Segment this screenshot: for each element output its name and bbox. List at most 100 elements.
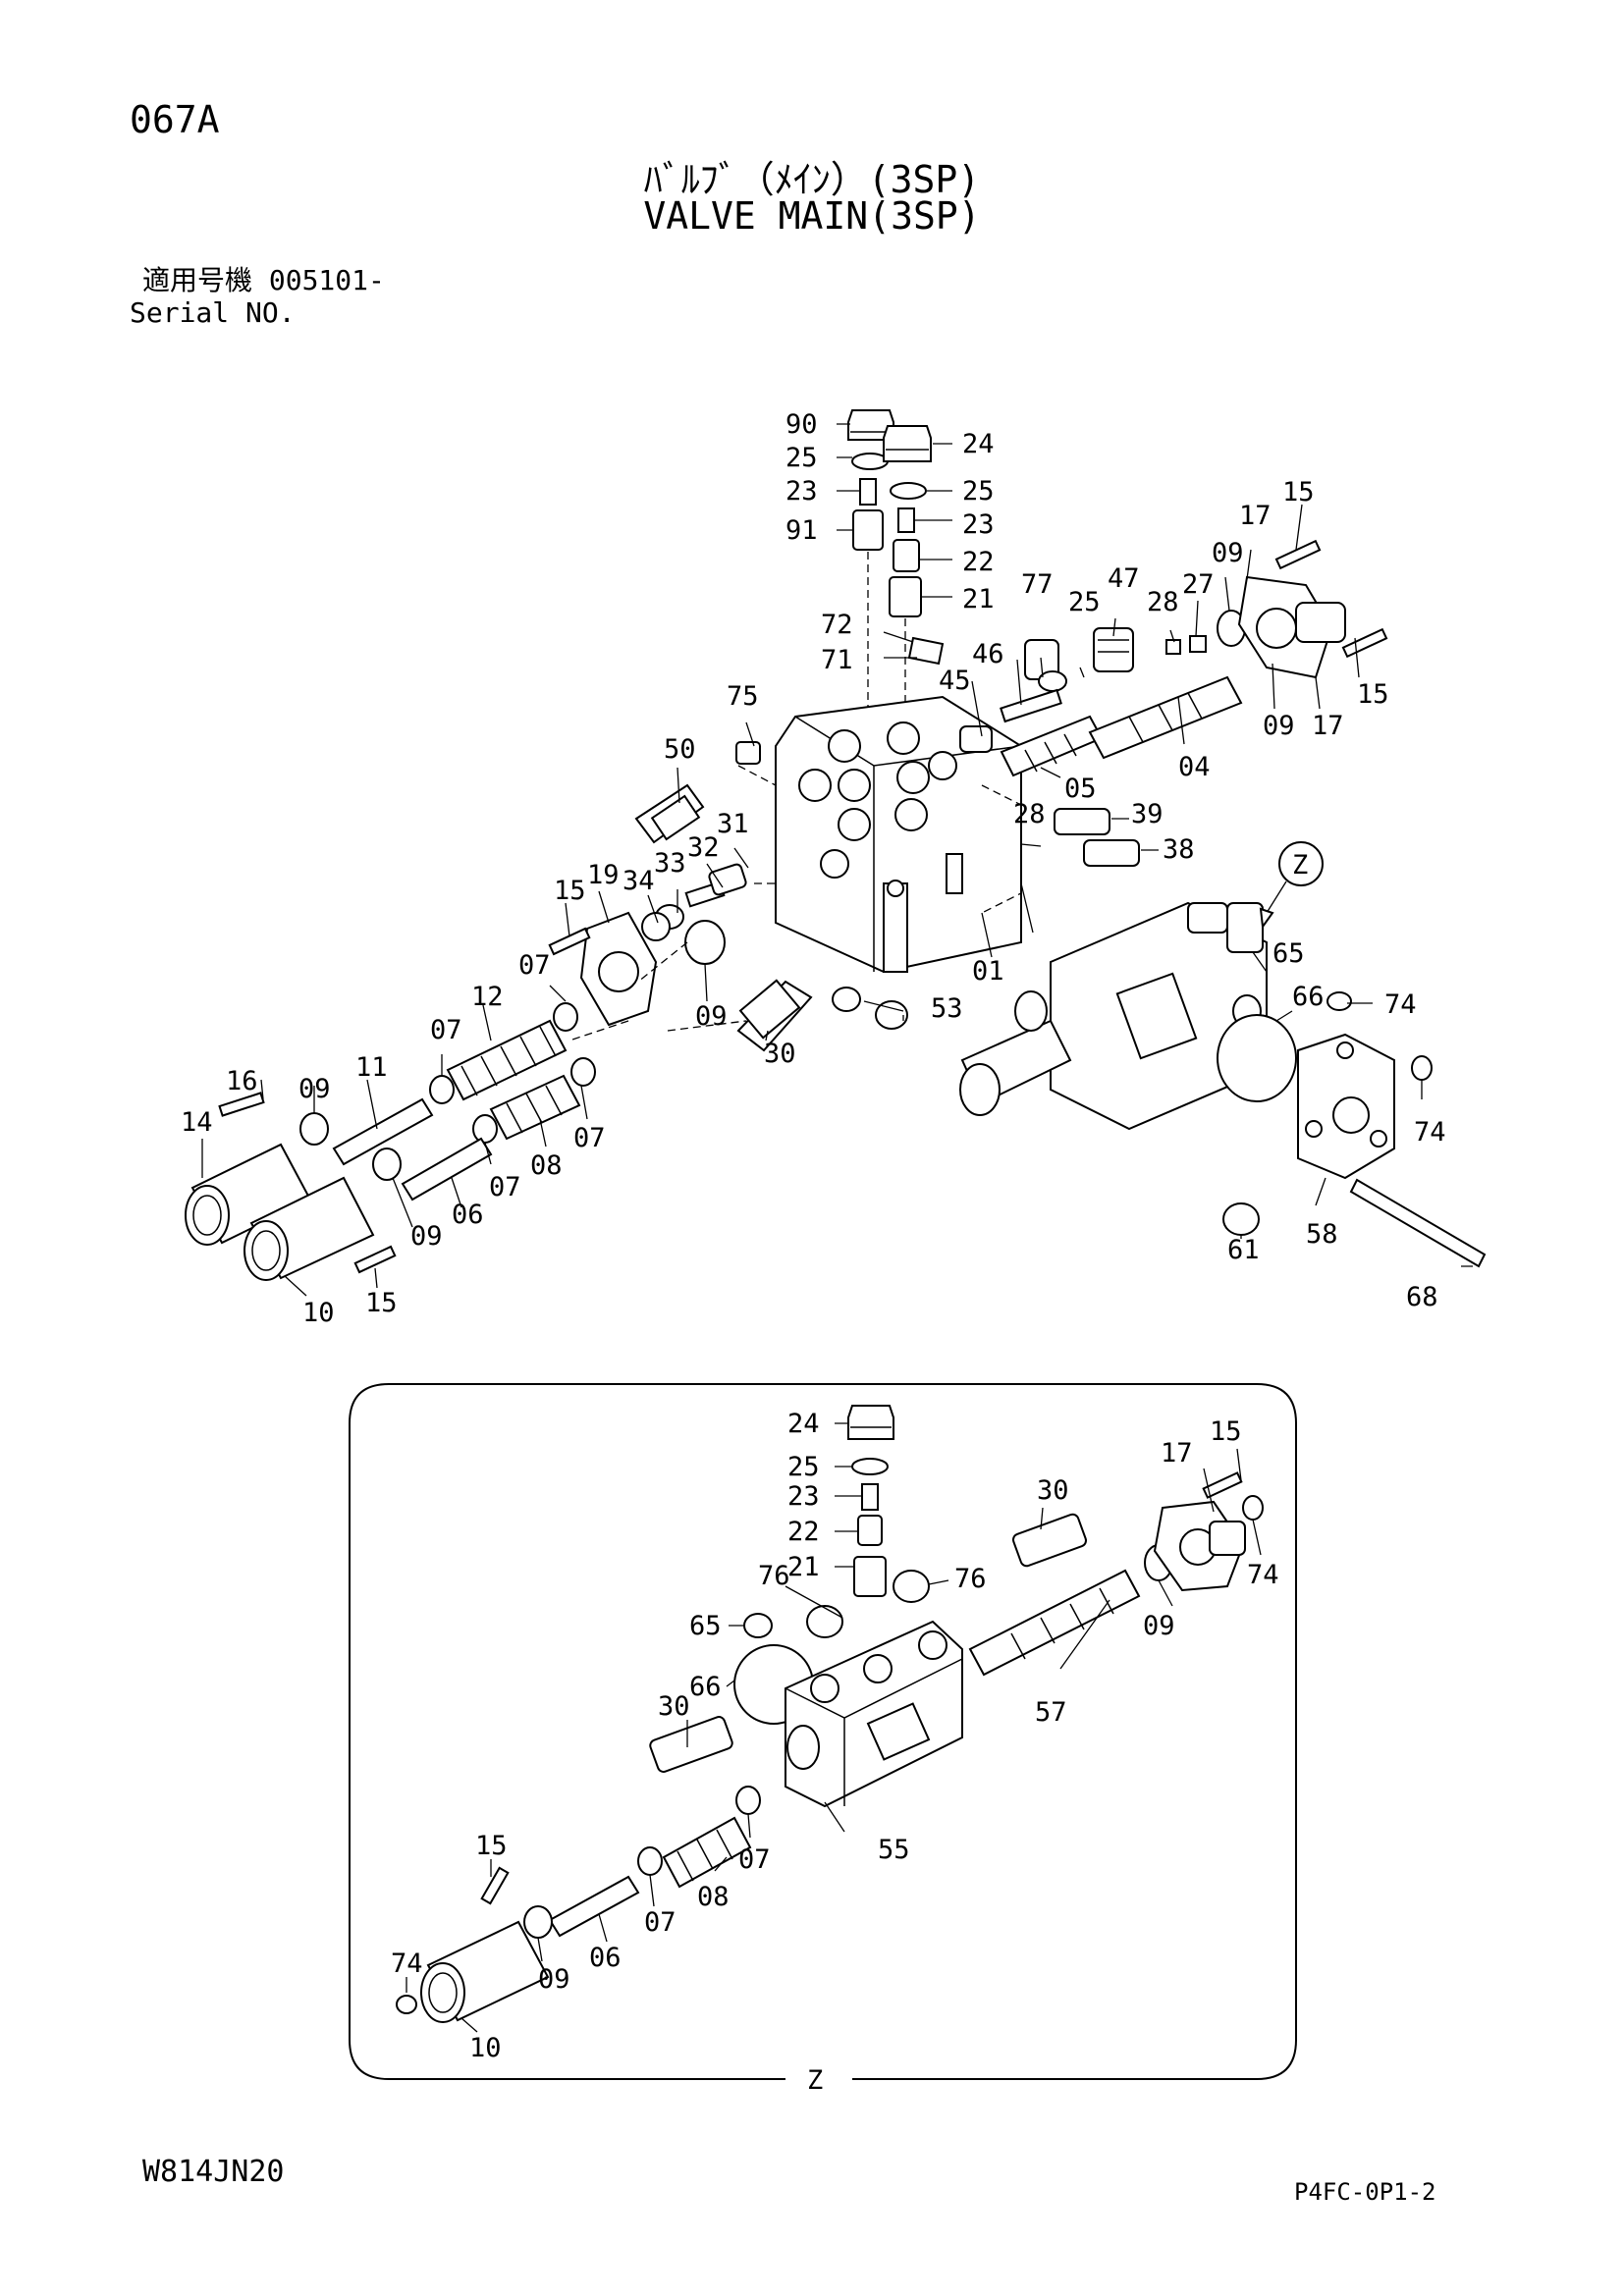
callout-25: 25 [787,1452,820,1482]
callout-21: 21 [787,1552,820,1582]
bolt-68 [1349,1178,1487,1268]
plug-75 [735,741,761,765]
callout-90: 90 [785,409,818,440]
cover-19 [579,911,658,1027]
spring-23-second [897,507,915,533]
poppet-21 [889,576,922,617]
callout-27: 27 [1182,569,1215,600]
callout-09: 09 [410,1221,443,1252]
plug-38 [1083,839,1140,867]
o-ring-65-inset [743,1613,773,1638]
plug-61 [1222,1202,1260,1236]
callout-15: 15 [554,876,586,906]
callout-09: 09 [538,1964,570,1995]
callout-46: 46 [972,639,1004,669]
callout-12: 12 [471,982,504,1012]
callout-07: 07 [644,1907,677,1938]
callout-71: 71 [821,645,853,675]
callout-09: 09 [1263,711,1295,741]
callout-75: 75 [727,681,759,712]
section-valve-module [959,901,1268,1131]
inset-callouts: 24 25 23 22 21 76 76 30 17 15 74 09 65 6… [391,1409,1279,2063]
callout-10: 10 [469,2033,502,2063]
relief-valve-30-inset-top [1011,1513,1088,1568]
plug-28 [1165,639,1181,655]
washer-07-b [429,1075,455,1104]
callout-15: 15 [365,1288,398,1318]
callout-65: 65 [689,1611,722,1641]
callout-66: 66 [1292,982,1325,1012]
callout-30: 30 [764,1039,796,1069]
callout-05: 05 [1064,774,1097,804]
view-z-inset: Z [349,1383,1297,2096]
plate-72 [907,636,945,666]
callout-24: 24 [962,429,995,459]
plug-24-inset [847,1405,894,1440]
page-title: VALVE MAIN(3SP) [643,194,981,238]
callout-74: 74 [1384,989,1417,1020]
plug-24 [883,425,932,462]
view-z-marker [1278,841,1324,886]
callout-53: 53 [931,993,963,1024]
poppet-22-inset [857,1515,883,1546]
callout-33: 33 [654,848,686,879]
callout-07: 07 [518,950,551,981]
callout-06: 06 [589,1943,622,1973]
callout-07: 07 [738,1844,771,1875]
plug-76-b [893,1570,930,1603]
washer-07-d [472,1114,498,1144]
plug-74-right [1411,1055,1433,1081]
callout-28: 28 [1013,799,1046,829]
callout-07: 07 [430,1015,462,1045]
callout-24: 24 [787,1409,820,1439]
callout-76: 76 [954,1564,987,1594]
callout-19: 19 [587,860,620,890]
page-title-japanese: ﾊﾞﾙﾌﾞ（ﾒｲﾝ）(3SP) [643,158,981,201]
bolt-16 [218,1092,265,1117]
view-z-marker-label: Z [1292,850,1308,881]
o-ring-09-cap10 [372,1148,402,1181]
o-ring-25-second [890,482,927,500]
spring-23 [859,478,877,506]
poppet-22 [893,539,920,572]
callout-09: 09 [1143,1611,1175,1641]
o-ring-66 [1217,1014,1297,1102]
bolt-15-inset-left [480,1866,510,1905]
callout-34: 34 [623,866,655,896]
callout-15: 15 [1210,1416,1242,1447]
callout-22: 22 [787,1517,820,1547]
serial-label: Serial NO. [130,296,296,329]
o-ring-09-cap14 [299,1112,329,1146]
callout-30: 30 [1037,1475,1069,1506]
poppet-91 [852,509,884,551]
callout-11: 11 [355,1052,388,1083]
callout-07: 07 [489,1172,521,1202]
plug-27 [1189,635,1207,653]
callout-31: 31 [717,809,749,839]
washer-07-c [570,1057,596,1087]
bolt-15-left [548,927,591,956]
callout-14: 14 [181,1107,213,1138]
spool-57 [968,1569,1141,1677]
rod-11 [332,1097,434,1166]
plug-53-a [832,987,861,1012]
callout-74: 74 [391,1949,423,1979]
cap-10 [244,1176,375,1281]
callout-50: 50 [664,734,696,765]
callout-21: 21 [962,584,995,614]
callout-76: 76 [758,1561,790,1591]
cover-17-inset [1153,1500,1246,1592]
section-body-55 [785,1620,963,1808]
callout-61: 61 [1227,1235,1260,1265]
callout-45: 45 [939,666,971,696]
spring-08-inset [662,1816,752,1889]
plug-76-a [806,1605,843,1638]
o-ring-09-mid [684,920,726,965]
callout-74: 74 [1414,1117,1446,1148]
end-cover-58 [1297,1033,1395,1180]
relief-valve-30 [736,979,813,1052]
callout-28: 28 [1147,587,1179,617]
o-ring-34 [641,912,671,941]
callout-17: 17 [1239,501,1272,531]
